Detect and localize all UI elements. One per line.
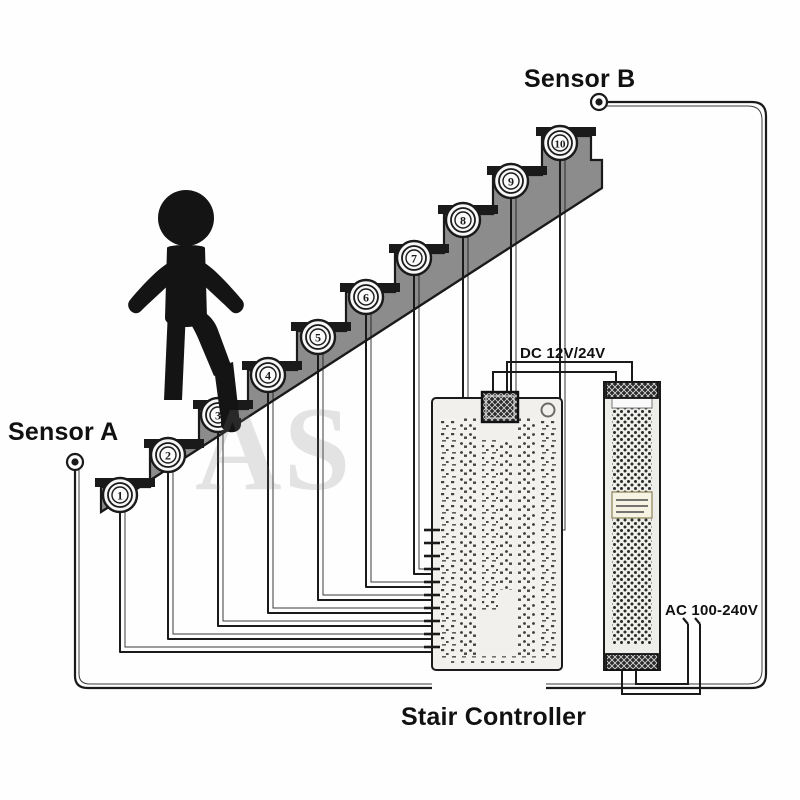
diagram-title: Stair Controller	[401, 703, 587, 731]
psu-dc-terminals[interactable]	[605, 381, 659, 399]
sensor-b-label: Sensor B	[524, 65, 636, 93]
sensor-a-label: Sensor A	[8, 418, 119, 446]
dc-link-wire	[492, 361, 633, 392]
step-led-marker-7[interactable]: 7	[395, 239, 433, 277]
power-supply-unit[interactable]	[603, 381, 661, 671]
controller-output-terminals	[424, 528, 440, 649]
psu-ac-terminals[interactable]	[605, 653, 659, 671]
led-wire-1	[119, 495, 432, 653]
step-number-label: 2	[165, 449, 171, 463]
sensor-b-group[interactable]	[546, 92, 768, 690]
dc-input-label: DC 12V/24V	[520, 345, 606, 362]
led-wire-7	[413, 258, 432, 575]
step-number-label: 8	[460, 214, 466, 228]
led-wire-2	[167, 455, 432, 640]
ac-input-label: AC 100-240V	[665, 602, 759, 619]
step-number-label: 9	[508, 175, 514, 189]
step-led-marker-6[interactable]: 6	[347, 278, 385, 316]
walking-person-icon	[128, 190, 244, 433]
step-led-marker-9[interactable]: 9	[492, 162, 530, 200]
led-wire-5	[317, 337, 432, 601]
sensor-a-wire	[73, 470, 432, 690]
led-wire-3	[217, 415, 432, 627]
step-led-marker-2[interactable]: 2	[149, 436, 187, 474]
step-number-label: 4	[265, 369, 271, 383]
led-wire-6	[365, 297, 432, 588]
stair-controller-board[interactable]	[424, 390, 563, 671]
sensor-b-wire	[546, 100, 768, 690]
step-number-label: 1	[117, 489, 123, 503]
step-led-marker-1[interactable]: 1	[101, 476, 139, 514]
dc-terminal-block[interactable]	[480, 390, 520, 424]
step-led-marker-4[interactable]: 4	[249, 356, 287, 394]
step-number-label: 5	[315, 331, 321, 345]
step-led-marker-8[interactable]: 8	[444, 201, 482, 239]
step-number-label: 10	[555, 139, 567, 151]
ac-mains-leads	[621, 617, 701, 695]
step-number-label: 3	[215, 409, 221, 423]
step-number-label: 6	[363, 291, 369, 305]
sensor-a-group[interactable]	[65, 452, 432, 690]
led-wire-4	[267, 375, 432, 614]
step-led-marker-10[interactable]: 10	[541, 124, 579, 162]
step-number-label: 7	[411, 252, 417, 266]
step-led-marker-5[interactable]: 5	[299, 318, 337, 356]
